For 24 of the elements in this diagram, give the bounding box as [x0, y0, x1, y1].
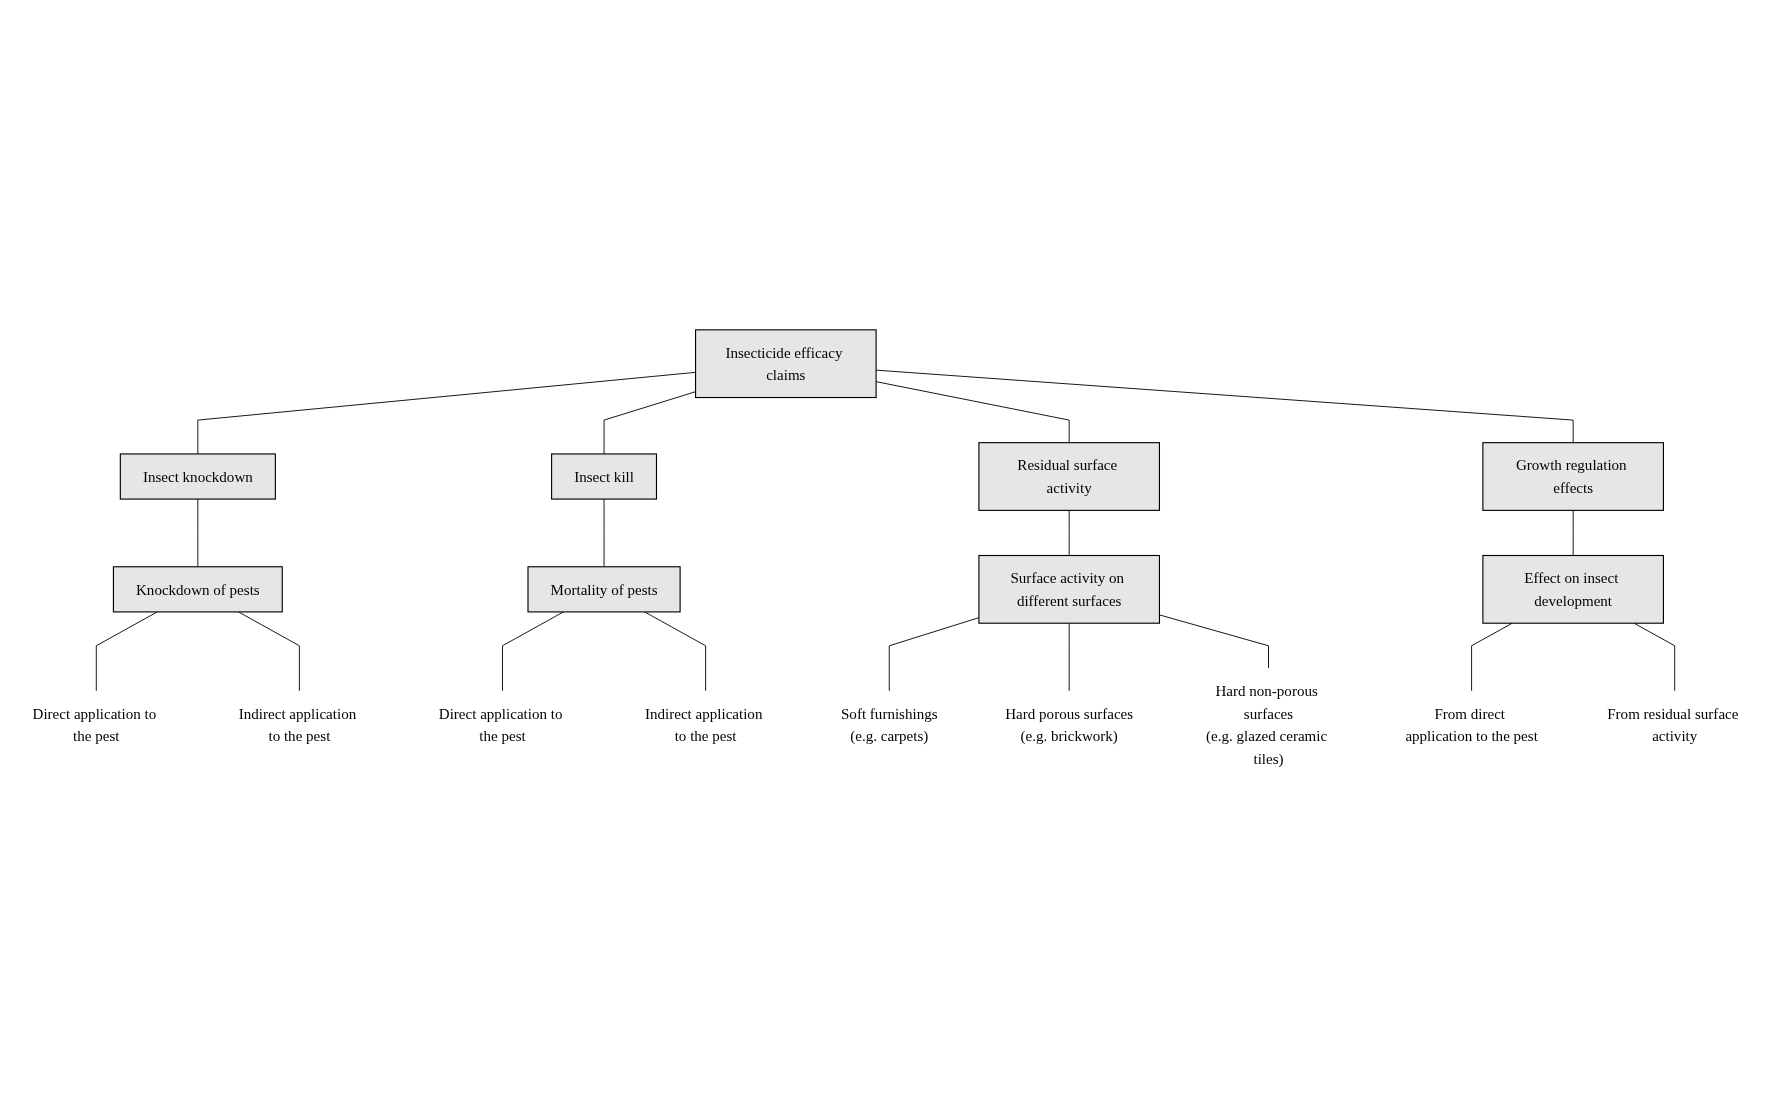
node-box: Growth regulation effects	[1482, 442, 1664, 511]
node-box: Insect kill	[551, 453, 658, 500]
node-box: Residual surface activity	[978, 442, 1160, 511]
node-box: Mortality of pests	[527, 566, 681, 613]
node-text: Direct application to the pest	[32, 705, 157, 745]
node-box: Surface activity on different surfaces	[978, 554, 1160, 624]
node-box: Insecticide efficacy claims	[695, 329, 877, 399]
node-box: Effect on insect development	[1482, 554, 1664, 624]
connector	[1068, 622, 1070, 692]
node-text: Direct application to the pest	[438, 705, 563, 745]
node-text: Indirect application to the pest	[645, 705, 763, 745]
connector	[1159, 614, 1269, 669]
node-text: From direct application to the pest	[1405, 705, 1538, 745]
node-text: Hard porous surfaces (e.g. brickwork)	[1005, 705, 1134, 745]
node-box: Insect knockdown	[119, 453, 276, 500]
connector	[1572, 509, 1574, 556]
node-text: Indirect application to the pest	[238, 705, 357, 745]
node-text: Soft furnishings (e.g. carpets)	[841, 705, 938, 745]
connector	[197, 498, 199, 568]
node-text: From residual surface activity	[1607, 705, 1739, 745]
connector	[1068, 509, 1070, 556]
node-text: Hard non-porous surfaces (e.g. glazed ceramic tiles)	[1206, 682, 1328, 767]
connector	[603, 498, 605, 568]
node-box: Knockdown of pests	[112, 566, 283, 613]
